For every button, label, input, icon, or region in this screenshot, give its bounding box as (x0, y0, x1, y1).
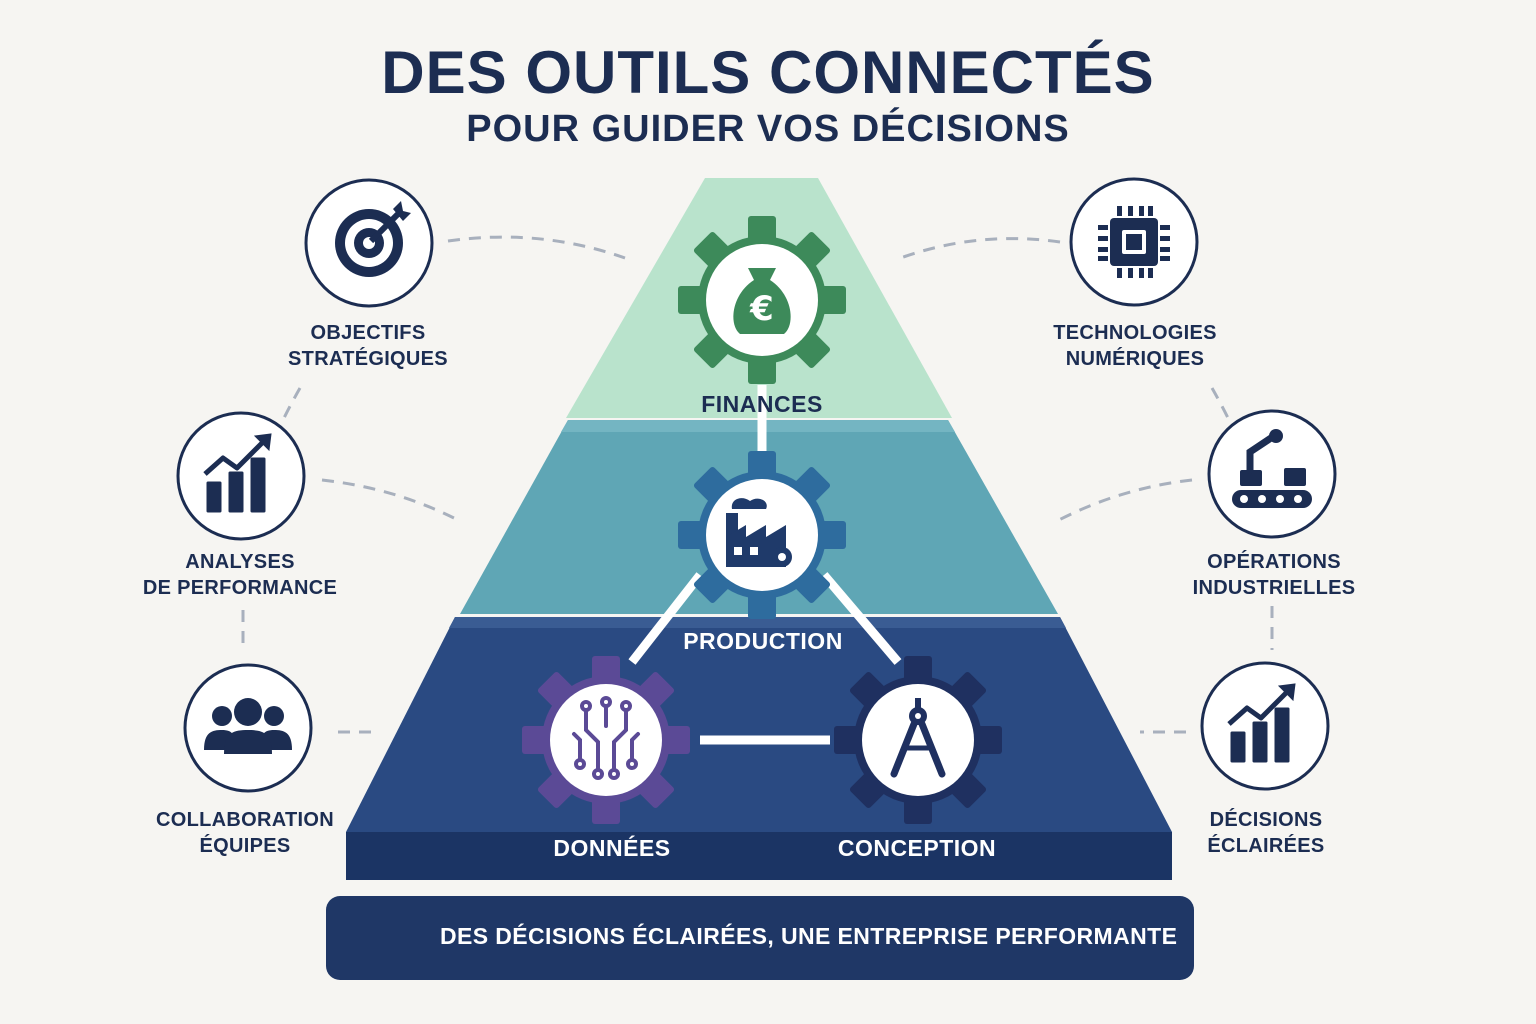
compass-icon (890, 698, 946, 778)
production-gear (678, 451, 846, 619)
left-connectors (241, 235, 626, 734)
decisions-icon-circle (1200, 661, 1330, 791)
operations-label: OPÉRATIONS INDUSTRIELLES (1192, 551, 1356, 599)
page-title: DES OUTILS CONNECTÉS (381, 39, 1155, 106)
gear-links (628, 385, 902, 745)
svg-text:€: € (749, 289, 774, 329)
donnees-gear (522, 656, 690, 824)
collaboration-label: COLLABORATION ÉQUIPES (156, 809, 334, 857)
finances-label: FINANCES (701, 391, 823, 417)
robot-arm-conveyor-icon (1232, 429, 1312, 508)
target-icon (335, 201, 411, 277)
finances-gear: € (678, 216, 846, 384)
analyses-label: ANALYSES DE PERFORMANCE (142, 551, 338, 599)
donnees-label: DONNÉES (553, 835, 671, 861)
technologies-label: TECHNOLOGIES NUMÉRIQUES (1053, 322, 1217, 370)
collaboration-icon-circle (183, 663, 313, 793)
money-bag-euro-icon: € (733, 268, 791, 334)
page-subtitle: POUR GUIDER VOS DÉCISIONS (466, 108, 1070, 150)
objectifs-label: OBJECTIFS STRATÉGIQUES (288, 322, 448, 370)
technologies-icon-circle (1069, 177, 1199, 307)
objectifs-icon-circle (304, 178, 434, 308)
production-label: PRODUCTION (683, 628, 843, 654)
chip-icon (1098, 206, 1170, 278)
tier-bottom-front (346, 832, 1172, 880)
conception-label: CONCEPTION (837, 835, 997, 861)
conception-gear (834, 656, 1002, 824)
circuit-icon (572, 696, 640, 780)
factory-icon (726, 498, 792, 567)
right-connectors (894, 237, 1274, 734)
team-icon (204, 698, 292, 754)
banner-text: DES DÉCISIONS ÉCLAIRÉES, UNE ENTREPRISE … (440, 923, 1178, 949)
decisions-label: DÉCISIONS ÉCLAIRÉES (1207, 809, 1325, 857)
analyses-icon-circle (176, 411, 306, 541)
operations-icon-circle (1207, 409, 1337, 539)
conclusion-banner (326, 896, 1194, 980)
